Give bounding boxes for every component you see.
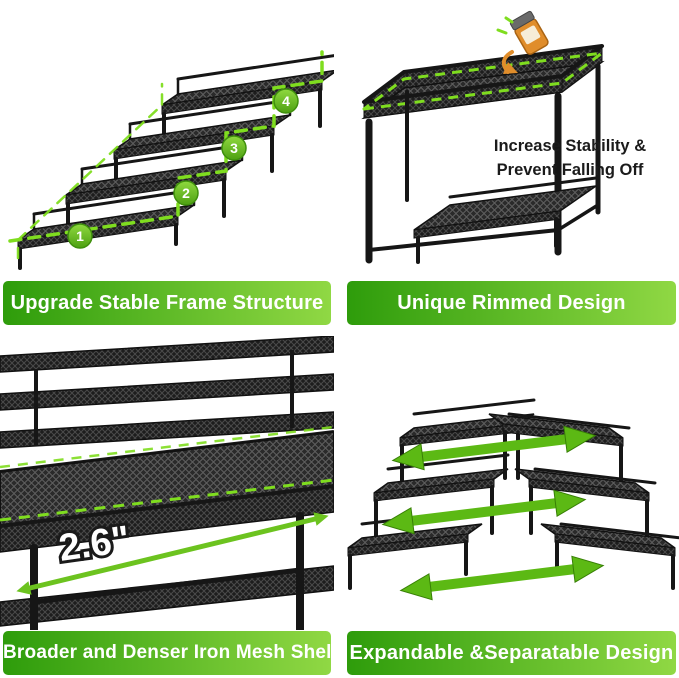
mesh-shelf-photo: 2.6": [0, 336, 334, 630]
caption-banner-stable-frame: Upgrade Stable Frame Structure: [3, 281, 331, 325]
rimmed-design-photo: Increase Stability & Prevent Falling Off: [344, 0, 679, 280]
stability-note-line1: Increase Stability &: [493, 137, 647, 155]
quadrant-stable-frame: 1 2 3 4 Upgrade Stable Frame Structure: [0, 0, 334, 328]
svg-text:2: 2: [182, 185, 190, 201]
quadrant-rimmed-design: Increase Stability & Prevent Falling Off…: [344, 0, 679, 328]
svg-text:3: 3: [230, 140, 238, 156]
rim-highlight-dashes: [362, 51, 604, 111]
expand-arrow-icon: [399, 555, 605, 601]
falling-jar-icon: [496, 10, 549, 74]
quadrant-mesh-shelf: 2.6" Broader and Denser Iron Mesh Shelf: [0, 336, 338, 678]
caption-banner-mesh-shelf: Broader and Denser Iron Mesh Shelf: [3, 631, 338, 675]
mesh-shelf-illustration: 2.6": [0, 336, 334, 630]
step-badge-2: 2: [173, 180, 199, 206]
caption-banner-expandable: Expandable &Separatable Design: [347, 631, 676, 675]
step-badge-1: 1: [67, 223, 93, 249]
expand-arrow-icon: [381, 489, 587, 535]
svg-text:4: 4: [282, 93, 290, 109]
tiered-rack-illustration: 1 2 3 4: [8, 50, 334, 270]
step-badge-4: 4: [273, 88, 299, 114]
stable-frame-photo: 1 2 3 4: [0, 0, 334, 280]
depth-measure-arrow: [16, 512, 329, 595]
expandable-racks-illustration: [347, 398, 679, 601]
stability-note: Increase Stability & Prevent Falling Off: [472, 134, 668, 182]
depth-measurement-label: 2.6": [56, 518, 132, 569]
expandable-photo: [344, 336, 679, 630]
quadrant-expandable: Expandable &Separatable Design: [344, 336, 679, 678]
frame-highlight-dashes: [8, 50, 324, 243]
step-badge-3: 3: [221, 135, 247, 161]
caption-banner-rimmed-design: Unique Rimmed Design: [347, 281, 676, 325]
expand-arrow-icon: [391, 425, 597, 471]
stability-note-line2: Prevent Falling Off: [496, 161, 644, 179]
rimmed-shelf-illustration: [361, 10, 605, 264]
svg-text:1: 1: [76, 228, 84, 244]
